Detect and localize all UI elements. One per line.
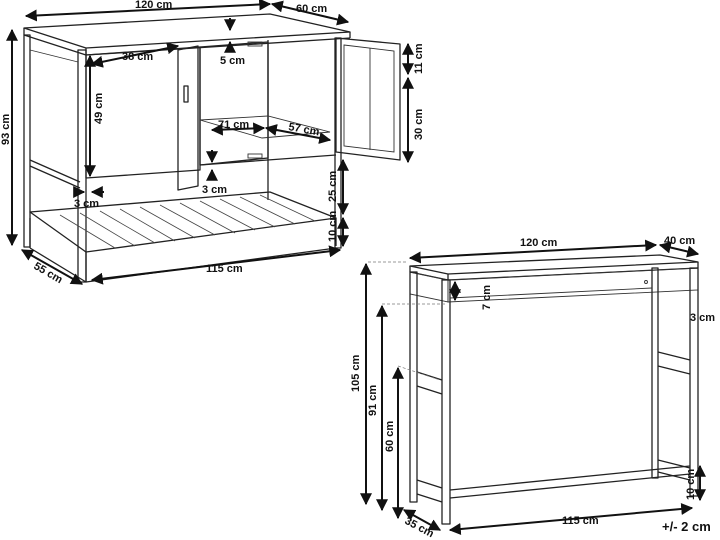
cabinet-slats bbox=[59, 194, 316, 249]
table-frame-label: 3 cm bbox=[690, 312, 715, 324]
cabinet-labels: 120 cm 60 cm 93 cm 38 cm 5 cm 49 cm 71 c… bbox=[0, 0, 425, 286]
table-width-label: 120 cm bbox=[520, 237, 558, 249]
table-inner-height-label: 91 cm bbox=[367, 385, 379, 416]
cabinet-leg-clearance-label: 10 cm bbox=[327, 211, 339, 242]
table-bar-height-label: 60 cm bbox=[384, 421, 396, 452]
cabinet-top-gap-label: 5 cm bbox=[220, 55, 245, 67]
cabinet-height-label: 93 cm bbox=[0, 114, 12, 145]
cabinet-shelf-width-label: 71 cm bbox=[218, 119, 249, 131]
cabinet-depth-label: 60 cm bbox=[296, 3, 327, 15]
cabinet-frame-width-label: 3 cm bbox=[74, 198, 99, 210]
table-foot-bar-label: 10 cm bbox=[685, 469, 697, 500]
table-dimensions bbox=[360, 239, 706, 535]
cabinet-base-width-label: 115 cm bbox=[206, 263, 243, 275]
table-drawing bbox=[409, 254, 699, 525]
cabinet-lower-space-label: 25 cm bbox=[327, 171, 339, 202]
cabinet-shelf-depth-label: 57 cm bbox=[287, 121, 320, 138]
cabinet-dimensions bbox=[6, 0, 414, 285]
table-labels: 120 cm 40 cm 7 cm 3 cm 105 cm 91 cm 60 c… bbox=[350, 235, 715, 540]
cabinet-door-panel-label: 30 cm bbox=[413, 109, 425, 140]
table-apron-label: 7 cm bbox=[481, 285, 493, 310]
cabinet-width-label: 120 cm bbox=[135, 0, 173, 11]
table-depth-label: 40 cm bbox=[664, 235, 695, 247]
table-height-label: 105 cm bbox=[350, 354, 362, 392]
table-base-width-label: 115 cm bbox=[562, 515, 599, 527]
cabinet-door-top-gap-label: 11 cm bbox=[413, 43, 425, 74]
cabinet-inner-width-label: 38 cm bbox=[122, 51, 153, 63]
cabinet-inner-gap-label: 3 cm bbox=[202, 184, 227, 196]
tolerance-note: +/- 2 cm bbox=[662, 519, 711, 534]
cabinet-door-height-label: 49 cm bbox=[93, 93, 105, 124]
